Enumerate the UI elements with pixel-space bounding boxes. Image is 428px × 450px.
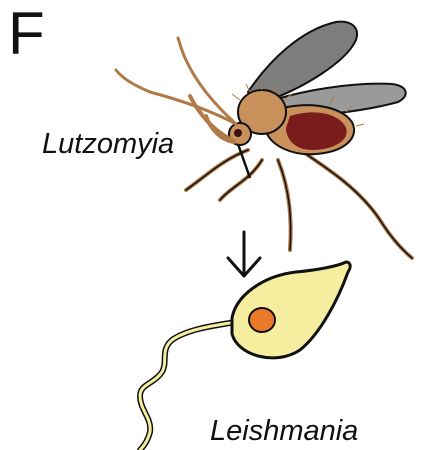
sandfly-legs xyxy=(186,150,412,258)
leishmania-cell-body xyxy=(232,262,350,358)
leishmania-nucleus xyxy=(249,308,275,332)
vector-label: Lutzomyia xyxy=(42,128,174,160)
parasite-label: Leishmania xyxy=(210,415,358,447)
sandfly-eye xyxy=(234,129,242,137)
sandfly-antennae xyxy=(116,38,236,124)
arrow-down-icon xyxy=(228,232,260,276)
